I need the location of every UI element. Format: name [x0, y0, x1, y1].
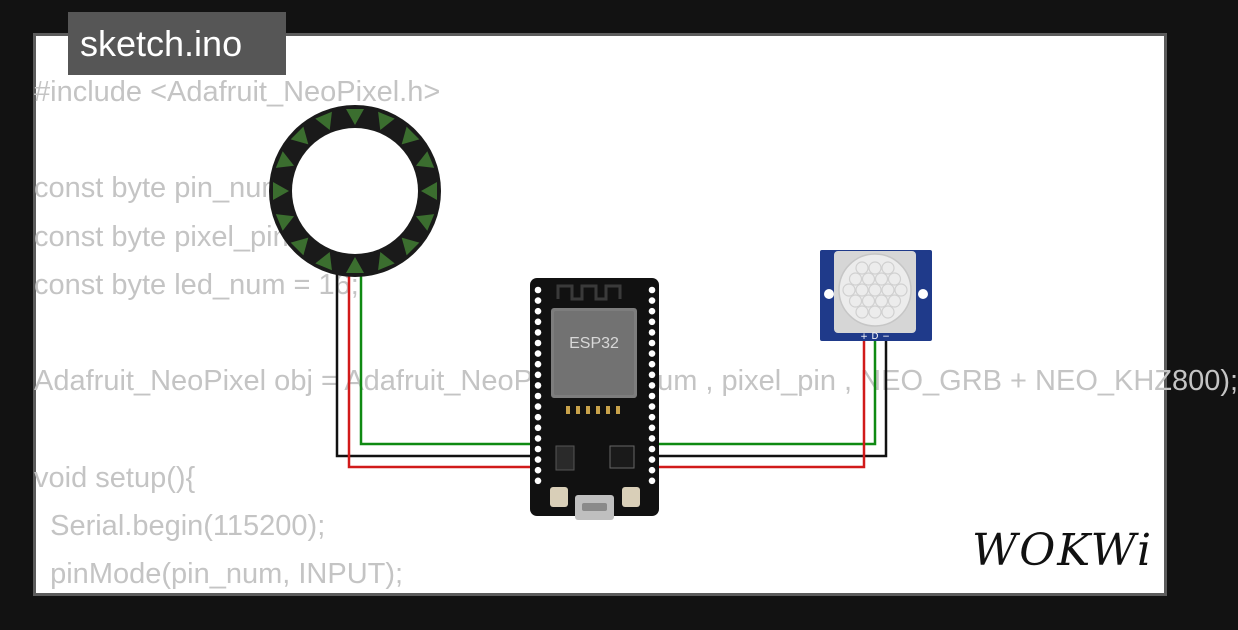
ring-pixel: [315, 251, 332, 271]
ring-pixel: [273, 182, 289, 200]
pir-sensor: + D −: [820, 250, 932, 342]
pir-lens-cell: [861, 272, 876, 286]
pir-lens-cell: [855, 261, 869, 275]
header-pin: [534, 339, 542, 347]
header-pin: [534, 392, 542, 400]
header-pin: [534, 403, 542, 410]
circuit-diagram: ESP32 + D −: [269, 105, 932, 520]
pir-lens-cell: [855, 283, 869, 297]
pir-lens-cell: [874, 272, 889, 286]
pir-pin-vcc-label: +: [860, 332, 868, 342]
header-pin: [648, 403, 656, 410]
ring-pixel: [275, 151, 295, 168]
esp32-label: ESP32: [569, 335, 619, 352]
header-pin: [534, 329, 542, 336]
pir-pin-data-label: D: [872, 332, 879, 342]
wire-pir-vcc: [652, 335, 866, 469]
pir-lens-cell: [874, 294, 889, 308]
header-pin: [648, 350, 656, 357]
code-line: Serial.begin(115200);: [34, 509, 326, 542]
header-pin: [648, 456, 656, 463]
header-pin: [534, 318, 542, 326]
header-pin: [534, 297, 542, 304]
pir-lens-cell: [887, 272, 902, 286]
ring-pixel: [415, 151, 435, 168]
header-pin: [648, 466, 656, 474]
file-name-tag: sketch.ino: [68, 12, 286, 75]
ring-pixel: [401, 126, 420, 145]
pir-lens-cell: [894, 283, 908, 297]
ring-pixel: [401, 237, 420, 256]
wire-ring-signal: [359, 270, 538, 446]
header-pin: [534, 435, 542, 442]
header-pin: [534, 382, 542, 389]
ring-pixel: [378, 251, 395, 271]
header-pin: [648, 424, 656, 432]
header-pin: [534, 286, 542, 294]
ring-pixel: [275, 214, 295, 231]
ring-pixel: [346, 257, 364, 273]
pir-lens-cell: [861, 294, 876, 308]
header-pin: [648, 382, 656, 389]
header-pin: [534, 350, 542, 357]
code-line: void setup(){: [34, 461, 196, 494]
pir-lens-cell: [868, 283, 882, 297]
code-line: const byte pixel_pin = 13;: [34, 220, 363, 253]
header-pin: [534, 413, 542, 421]
wire-pir-gnd: [652, 335, 888, 458]
header-pin: [534, 307, 542, 315]
code-line: pinMode(pin_num, INPUT);: [34, 557, 404, 590]
header-pin: [648, 360, 656, 368]
header-pin: [534, 360, 542, 368]
pir-lens-cell: [855, 305, 869, 319]
header-pin: [648, 329, 656, 336]
ring-pixel: [415, 214, 435, 231]
neopixel-ring: [269, 105, 441, 277]
header-pin: [648, 339, 656, 347]
wire-pir-signal: [652, 335, 877, 446]
pir-lens-cell: [881, 305, 895, 319]
ring-pixel: [421, 182, 437, 200]
wokwi-logo: WOKWi: [972, 525, 1154, 576]
wires: [335, 270, 888, 469]
pir-lens-cell: [881, 283, 895, 297]
header-pin: [648, 392, 656, 400]
pir-lens-cell: [887, 294, 902, 308]
header-pin: [648, 286, 656, 294]
header-pin: [534, 445, 542, 453]
pir-pin-gnd-label: −: [882, 332, 890, 342]
pir-lens-cell: [848, 272, 863, 286]
wire-ring-gnd: [335, 270, 538, 458]
code-line: #include <Adafruit_NeoPixel.h>: [34, 76, 441, 108]
header-pin: [534, 456, 542, 463]
pir-lens-cell: [881, 261, 895, 275]
header-pin: [648, 413, 656, 421]
pir-lens-cell: [868, 305, 882, 319]
header-pin: [648, 297, 656, 304]
header-pin: [534, 424, 542, 432]
header-pin: [648, 318, 656, 326]
pir-lens-cell: [842, 283, 856, 297]
ring-pixel: [290, 126, 309, 145]
header-pin: [534, 371, 542, 379]
header-pin: [648, 477, 656, 485]
ring-pixel: [378, 111, 395, 131]
pir-lens-cell: [868, 261, 882, 275]
header-pin: [648, 371, 656, 379]
pir-lens-cell: [848, 294, 863, 308]
header-pin: [648, 307, 656, 315]
ring-pixel: [346, 109, 364, 125]
header-pin: [648, 445, 656, 453]
header-pin: [648, 435, 656, 442]
header-pin: [534, 466, 542, 474]
wire-ring-vcc: [347, 270, 538, 469]
esp32-board: ESP32: [530, 278, 659, 520]
header-pin: [534, 477, 542, 485]
ring-pixel: [315, 111, 332, 131]
ring-pixel: [290, 237, 309, 256]
